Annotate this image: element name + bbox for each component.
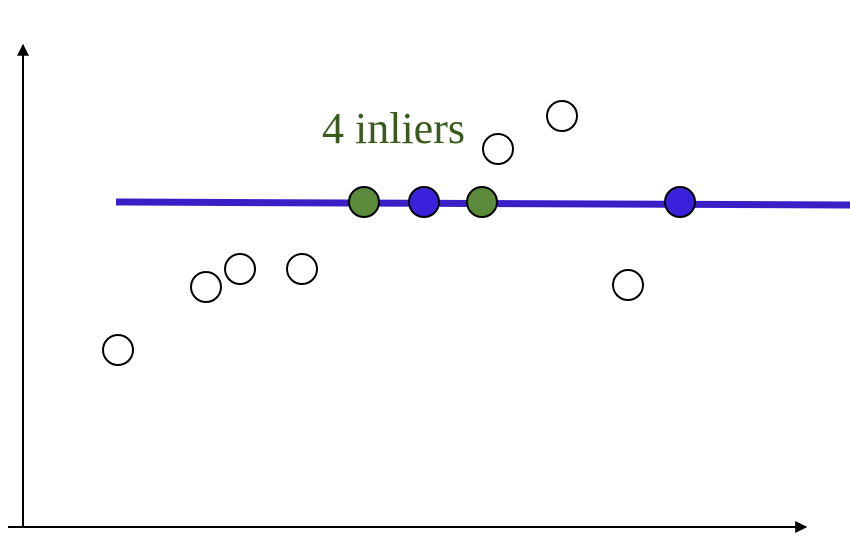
outlier-point	[612, 269, 644, 301]
sampled-inlier-point	[408, 186, 440, 218]
outlier-point	[286, 253, 318, 285]
outlier-point	[482, 133, 514, 165]
inlier-point	[466, 186, 498, 218]
inlier-point	[348, 186, 380, 218]
sampled-inlier-point	[664, 186, 696, 218]
outlier-point	[102, 334, 134, 366]
outlier-point	[190, 271, 222, 303]
outlier-points	[102, 100, 644, 366]
outlier-point	[546, 100, 578, 132]
sampled-points	[408, 186, 696, 218]
inlier-count-label: 4 inliers	[322, 104, 465, 153]
outlier-point	[224, 253, 256, 285]
inlier-points	[348, 186, 498, 218]
